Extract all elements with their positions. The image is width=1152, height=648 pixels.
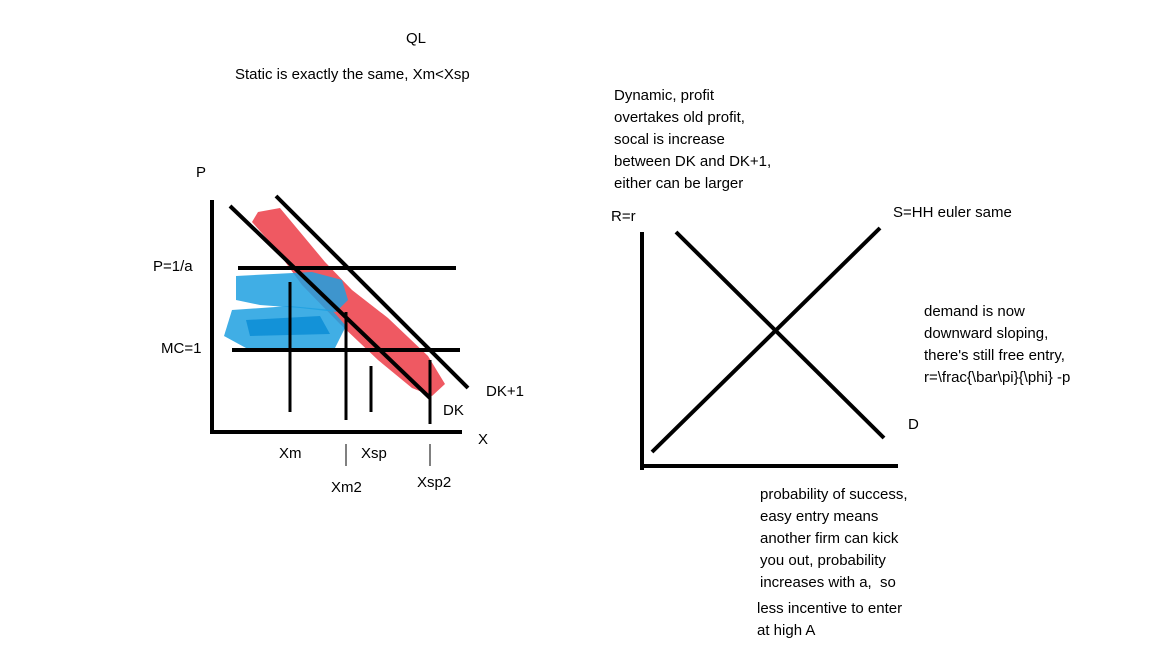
- dk-label: DK: [443, 402, 464, 419]
- probability-note-line: probability of success,: [760, 486, 908, 503]
- demand-curve: [674, 230, 886, 440]
- xm-tick-label: Xm: [279, 445, 302, 462]
- probability-note-line: another firm can kick: [760, 530, 899, 547]
- blue-highlight-upper: [236, 272, 348, 312]
- dk-curve: [228, 204, 432, 400]
- probability-note: probability of success, easy entry means…: [760, 484, 908, 594]
- demand-label: D: [908, 416, 919, 433]
- dk1-label: DK+1: [486, 383, 524, 400]
- incentive-note: less incentive to enter at high A: [757, 598, 902, 642]
- price-label: P=1/a: [153, 258, 193, 275]
- supply-label: S=HH euler same: [893, 204, 1012, 221]
- dynamic-note-line: between DK and DK+1,: [614, 153, 772, 170]
- xm2-tick-label: Xm2: [331, 479, 362, 496]
- left-y-axis-label: P: [196, 164, 207, 181]
- right-y-axis-label: R=r: [611, 208, 636, 225]
- demand-note-line: demand is now: [924, 303, 1025, 320]
- blue-highlight-core: [246, 316, 330, 336]
- dynamic-note-line: socal is increase: [614, 131, 725, 148]
- dynamic-note-line: Dynamic, profit: [614, 87, 715, 104]
- page-title: QL: [406, 30, 427, 47]
- incentive-note-line: at high A: [757, 622, 816, 639]
- probability-note-line: you out, probability: [760, 552, 886, 569]
- dynamic-note-line: overtakes old profit,: [614, 109, 745, 126]
- demand-note-line: downward sloping,: [924, 325, 1049, 342]
- mc-label: MC=1: [161, 340, 202, 357]
- incentive-note-line: less incentive to enter: [757, 600, 903, 617]
- demand-note-line: r=\frac{\bar\pi}{\phi} -p: [924, 369, 1071, 386]
- left-x-axis-label: X: [478, 431, 489, 448]
- demand-note-line: there's still free entry,: [924, 347, 1065, 364]
- probability-note-line: increases with a, so: [760, 574, 896, 591]
- dynamic-note: Dynamic, profit overtakes old profit, so…: [614, 85, 771, 195]
- xsp2-tick-label: Xsp2: [417, 474, 452, 491]
- dk1-curve: [274, 194, 470, 390]
- demand-note: demand is now downward sloping, there's …: [924, 301, 1070, 389]
- xsp-tick-label: Xsp: [361, 445, 387, 462]
- dynamic-note-line: either can be larger: [614, 175, 744, 192]
- supply-curve: [650, 226, 882, 454]
- static-note: Static is exactly the same, Xm<Xsp: [235, 66, 470, 83]
- probability-note-line: easy entry means: [760, 508, 879, 525]
